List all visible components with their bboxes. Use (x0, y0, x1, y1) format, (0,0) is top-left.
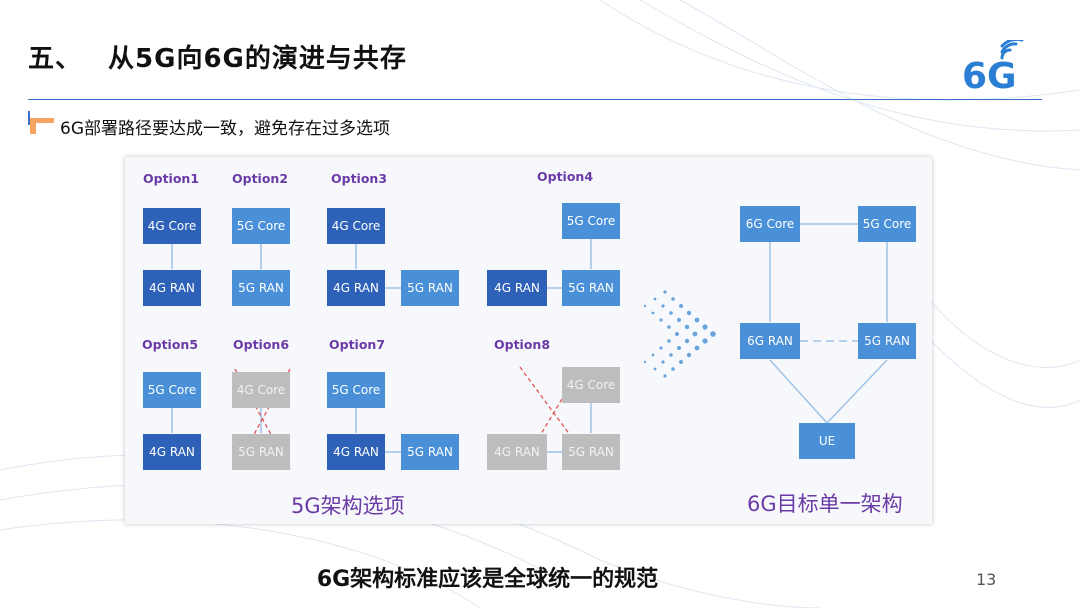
architecture-figure: Option1 Option2 Option3 Option4 Option5 … (125, 157, 932, 524)
option8-core-box: 4G Core (562, 367, 620, 403)
option1-core-box: 4G Core (143, 208, 201, 244)
option7-5g-ran-box: 5G RAN (401, 434, 459, 470)
option5-core-box: 5G Core (143, 372, 201, 408)
target-5g-ran-box: 5G RAN (858, 323, 916, 359)
target-6g-ran-box: 6G RAN (740, 323, 800, 359)
section-title: 从5G向6G的演进与共存 (108, 44, 407, 74)
option2-core-box: 5G Core (232, 208, 290, 244)
header-divider (28, 99, 1042, 100)
option7-4g-ran-box: 4G RAN (327, 434, 385, 470)
option4-core-box: 5G Core (562, 203, 620, 239)
option8-4g-ran-box: 4G RAN (487, 434, 547, 470)
option3-core-box: 4G Core (327, 208, 385, 244)
option6-core-box: 4G Core (232, 372, 290, 408)
subtitle-accent-bar (28, 111, 30, 125)
option7-label: Option7 (329, 337, 386, 352)
caption-5g-options: 5G架构选项 (291, 494, 405, 518)
option5-label: Option5 (142, 337, 199, 352)
subtitle: 6G部署路径要达成一致，避免存在过多选项 (60, 119, 390, 139)
subtitle-bracket-icon (30, 118, 54, 134)
option3-4g-ran-box: 4G RAN (327, 270, 385, 306)
option4-label: Option4 (537, 169, 594, 184)
target-6g-core-box: 6G Core (740, 206, 800, 242)
option5-ran-box: 4G RAN (143, 434, 201, 470)
caption-6g-target: 6G目标单一架构 (747, 492, 903, 516)
page-number: 13 (976, 570, 997, 589)
6g-logo: 6G (962, 40, 1024, 96)
option2-label: Option2 (232, 171, 289, 186)
option6-label: Option6 (233, 337, 290, 352)
option8-5g-ran-box: 5G RAN (562, 434, 620, 470)
option6-ran-box: 5G RAN (232, 434, 290, 470)
option1-label: Option1 (143, 171, 200, 186)
option3-label: Option3 (331, 171, 388, 186)
connector-lines (171, 223, 888, 470)
section-number: 五、 (28, 44, 83, 74)
option1-ran-box: 4G RAN (143, 270, 201, 306)
svg-text:6G: 6G (962, 56, 1017, 96)
page-title: 五、从5G向6G的演进与共存 (28, 38, 407, 75)
target-5g-core-box: 5G Core (858, 206, 916, 242)
option2-ran-box: 5G RAN (232, 270, 290, 306)
option4-4g-ran-box: 4G RAN (487, 270, 547, 306)
target-ue-box: UE (799, 423, 855, 459)
option7-core-box: 5G Core (327, 372, 385, 408)
option4-5g-ran-box: 5G RAN (562, 270, 620, 306)
option8-label: Option8 (494, 337, 551, 352)
footer-statement: 6G架构标准应该是全球统一的规范 (316, 567, 659, 592)
option3-5g-ran-box: 5G RAN (401, 270, 459, 306)
